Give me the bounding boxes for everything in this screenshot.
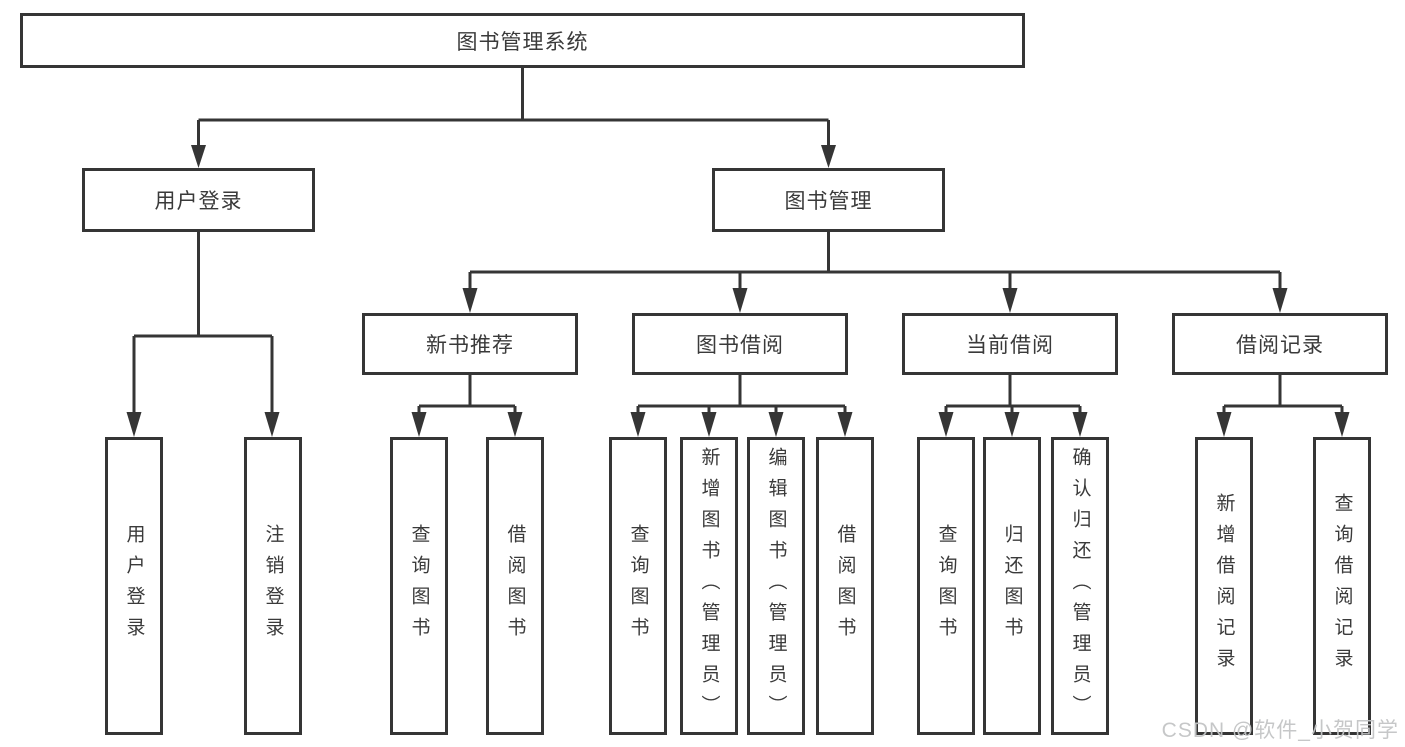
node-logout-action-label: 注销登录 <box>262 524 284 648</box>
node-query-books-current: 查询图书 <box>917 437 975 735</box>
node-edit-books-admin-label: 编辑图书（管理员） <box>765 446 787 726</box>
node-query-books-recommend-label: 查询图书 <box>408 524 430 648</box>
node-user-login-label: 用户登录 <box>154 190 243 213</box>
node-confirm-return-admin-label: 确认归还（管理员） <box>1069 446 1091 726</box>
connector-root-to-level2 <box>191 68 836 168</box>
node-new-book-recommend: 新书推荐 <box>362 313 578 375</box>
node-query-books-borrow-label: 查询图书 <box>627 524 649 648</box>
node-borrow-books-action-label: 借阅图书 <box>834 524 856 648</box>
node-new-book-recommend-label: 新书推荐 <box>426 334 514 357</box>
csdn-watermark: CSDN @软件_小贺同学 <box>1161 719 1399 742</box>
node-book-management-label: 图书管理 <box>784 190 873 213</box>
node-logout-action: 注销登录 <box>244 437 302 735</box>
node-query-borrow-record-label: 查询借阅记录 <box>1331 493 1353 679</box>
connector-borrow-record-branch <box>1216 375 1350 437</box>
node-book-borrowing-label: 图书借阅 <box>696 334 784 357</box>
connector-current-borrow-branch <box>938 375 1088 437</box>
node-query-books-current-label: 查询图书 <box>935 524 957 648</box>
connector-book-mgmt-branch <box>462 232 1288 313</box>
node-current-borrowing-label: 当前借阅 <box>966 334 1054 357</box>
connector-user-login-branch <box>126 232 280 437</box>
node-root-system: 图书管理系统 <box>20 13 1025 68</box>
node-borrowing-records-label: 借阅记录 <box>1236 334 1324 357</box>
node-add-books-admin-label: 新增图书（管理员） <box>698 446 720 726</box>
node-add-books-admin: 新增图书（管理员） <box>680 437 738 735</box>
node-root-system-label: 图书管理系统 <box>456 30 589 54</box>
node-book-borrowing: 图书借阅 <box>632 313 848 375</box>
node-add-borrow-record: 新增借阅记录 <box>1195 437 1253 735</box>
connector-book-borrow-branch <box>630 375 853 437</box>
node-book-management: 图书管理 <box>712 168 945 232</box>
node-query-borrow-record: 查询借阅记录 <box>1313 437 1371 735</box>
node-current-borrowing: 当前借阅 <box>902 313 1118 375</box>
node-user-login-action: 用户登录 <box>105 437 163 735</box>
node-borrow-books-recommend: 借阅图书 <box>486 437 544 735</box>
node-edit-books-admin: 编辑图书（管理员） <box>747 437 805 735</box>
node-borrow-books-recommend-label: 借阅图书 <box>504 524 526 648</box>
connector-new-book-branch <box>411 375 523 437</box>
node-user-login: 用户登录 <box>82 168 315 232</box>
node-query-books-borrow: 查询图书 <box>609 437 667 735</box>
node-confirm-return-admin: 确认归还（管理员） <box>1051 437 1109 735</box>
node-add-borrow-record-label: 新增借阅记录 <box>1213 493 1235 679</box>
node-borrow-books-action: 借阅图书 <box>816 437 874 735</box>
node-user-login-action-label: 用户登录 <box>123 524 145 648</box>
node-borrowing-records: 借阅记录 <box>1172 313 1388 375</box>
node-return-books: 归还图书 <box>983 437 1041 735</box>
node-return-books-label: 归还图书 <box>1001 524 1023 648</box>
node-query-books-recommend: 查询图书 <box>390 437 448 735</box>
